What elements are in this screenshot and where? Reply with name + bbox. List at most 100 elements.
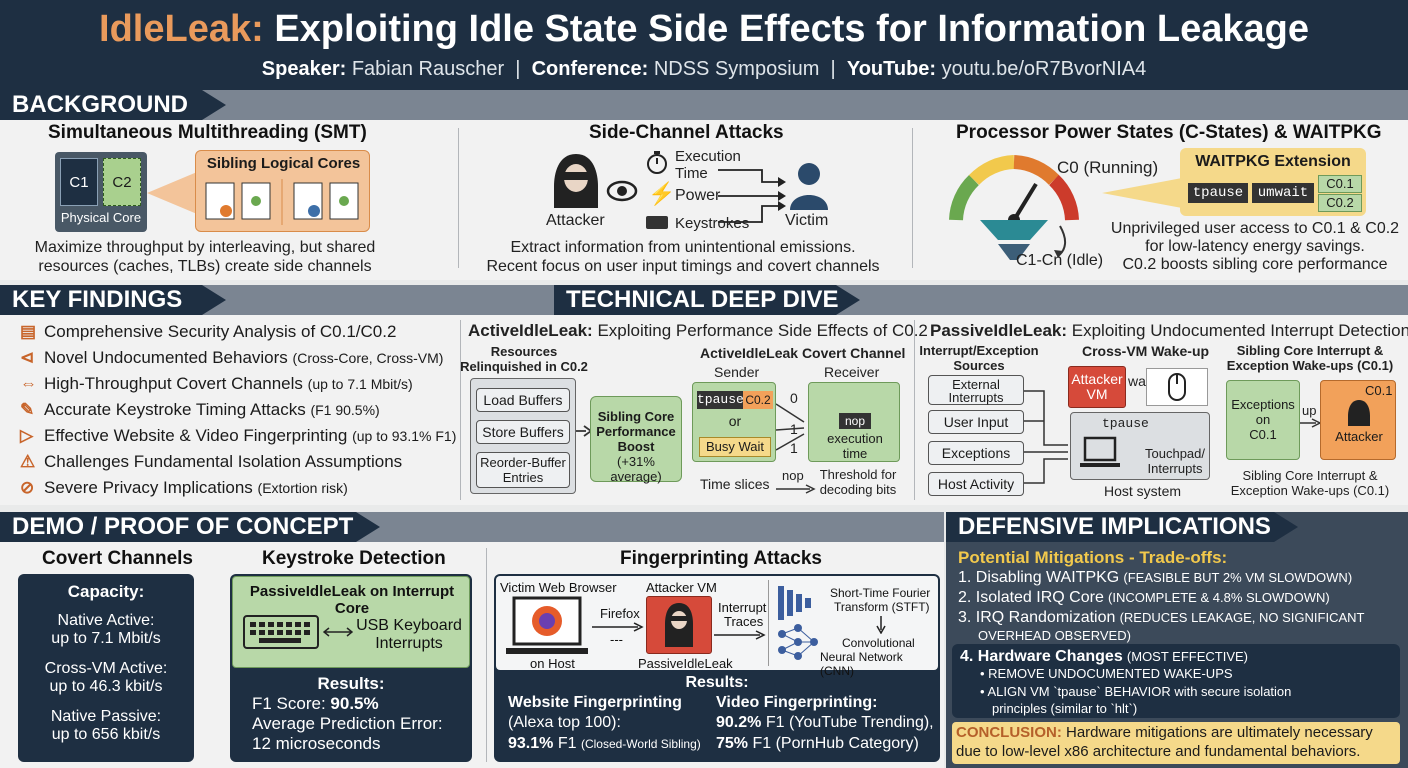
section-background: BACKGROUND — [0, 90, 226, 120]
arrow-right-icon — [776, 484, 816, 494]
divider — [458, 128, 459, 268]
load-buffers-box: Load Buffers — [476, 388, 570, 412]
finding-text: Effective Website & Video Fingerprinting — [44, 426, 348, 445]
threshold-2: decoding bits — [819, 482, 897, 497]
sender-box: tpause C0.2 or Busy Wait — [692, 382, 776, 462]
keystroke-box-title: PassiveIdleLeak on Interrupt Core — [249, 583, 455, 617]
wf-title: Website Fingerprinting — [508, 694, 682, 711]
finding-item: ⊲Novel Undocumented Behaviors (Cross-Cor… — [20, 348, 443, 368]
pil-label: PassiveIdleLeak — [638, 656, 733, 671]
title-rest: Exploiting Idle State Side Effects for I… — [263, 8, 1309, 50]
sca-desc-2: Recent focus on user input timings and c… — [486, 258, 880, 275]
resources-label-1: Resources — [490, 344, 558, 359]
separator: | — [819, 58, 847, 80]
fp-results: Results: — [685, 674, 749, 691]
conclusion-text-1: Hardware mitigations are ultimately nece… — [1061, 724, 1373, 741]
covert-title: Covert Channels — [42, 548, 193, 569]
vf-f1-2: 75% — [716, 735, 749, 752]
covert-box: Capacity: Native Active: up to 7.1 Mbit/… — [18, 574, 194, 762]
core-c2: C2 — [103, 158, 141, 206]
conference: NDSS Symposium — [648, 58, 820, 80]
tradeoffs-label: - Trade-offs: — [1124, 548, 1228, 567]
hw-bullet-2-text: ALIGN VM `tpause` BEHAVIOR with secure i… — [987, 684, 1292, 699]
host-system-box — [1070, 412, 1210, 480]
boost-label-4: (+31% average) — [610, 454, 662, 484]
stopwatch-icon — [647, 151, 667, 174]
keystroke-inner: PassiveIdleLeak on Interrupt Core USB Ke… — [232, 576, 470, 668]
boost-label-2: Performance — [596, 424, 676, 439]
header: IdleLeak: Exploiting Idle State Side Eff… — [0, 0, 1408, 90]
usb-label-1: USB Keyboard — [356, 617, 462, 634]
rob-label-1: Reorder-Buffer — [480, 455, 566, 470]
or-label: or — [728, 413, 742, 429]
source-arrows — [1024, 390, 1068, 484]
cross-vm-label: Cross-VM Active: — [44, 660, 168, 677]
sibling-title-1: Sibling Core Interrupt & — [1236, 343, 1384, 358]
double-arrow-icon — [323, 627, 353, 637]
exon-1: Exceptions — [1231, 397, 1295, 412]
neural-net-icon — [778, 586, 818, 660]
covert-channel-title: ActiveIdleLeak Covert Channel — [700, 345, 906, 361]
exec-time-label-1: Execution — [675, 148, 741, 165]
fp-title: Fingerprinting Attacks — [620, 548, 822, 569]
finding-icon: ▷ — [20, 426, 34, 445]
laptop-icon — [506, 596, 588, 654]
time-slices-label: Time slices — [700, 476, 770, 492]
m3-note: (REDUCES LEAKAGE, NO SIGNIFICANT — [1119, 610, 1365, 625]
traces-label-1: Interrupt — [718, 600, 767, 615]
mitigations-title: Potential Mitigations - Trade-offs: — [958, 548, 1227, 568]
attacker-label: Attacker — [546, 212, 605, 229]
stft-label-1: Short-Time Fourier — [830, 586, 931, 600]
cnn-label-2: Neural Network (CNN) — [820, 650, 903, 678]
cstates-desc-2: for low-latency energy savings. — [1145, 238, 1365, 255]
wf-subtitle: (Alexa top 100): — [508, 714, 621, 731]
fp-box: Victim Web Browser on Host Firefox --- A… — [494, 574, 940, 762]
finding-icon: ⇔ — [20, 374, 37, 393]
vf-f1: 90.2% — [716, 714, 762, 731]
sources-label-2: Sources — [953, 358, 1005, 373]
wf-result: 93.1% F1 (Closed-World Sibling) — [508, 735, 701, 753]
arrow-right-icon — [714, 630, 766, 640]
native-active-label: Native Active: — [57, 612, 155, 629]
background-band — [0, 90, 1408, 120]
finding-text: Accurate Keystroke Timing Attacks — [44, 400, 306, 419]
m4-label: 4. Hardware Changes — [960, 648, 1123, 665]
mitigation-1: 1. Disabling WAITPKG (FEASIBLE BUT 2% VM… — [958, 569, 1352, 587]
finding-item: ⇔High-Throughput Covert Channels (up to … — [20, 374, 413, 394]
wf-note: (Closed-World Sibling) — [580, 737, 701, 751]
vf-title: Video Fingerprinting: — [716, 694, 878, 711]
sibling-cores-label: Sibling Logical Cores — [206, 155, 361, 172]
speaker-label: Speaker: — [261, 58, 347, 80]
finding-icon: ▤ — [20, 322, 37, 341]
keyboard-icon — [646, 216, 668, 229]
finding-icon: ⊘ — [20, 478, 35, 497]
finding-text: Challenges Fundamental Isolation Assumpt… — [44, 452, 403, 471]
nop-label: nop — [782, 468, 804, 483]
cstates-desc-1: Unprivileged user access to C0.1 & C0.2 — [1110, 220, 1400, 237]
cstates-desc-3: C0.2 boosts sibling core performance — [1122, 256, 1388, 273]
mitigation-2: 2. Isolated IRQ Core (INCOMPLETE & 4.8% … — [958, 589, 1330, 607]
waitpkg-box: WAITPKG Extension tpause umwait C0.1 C0.… — [1180, 148, 1366, 216]
finding-text: Severe Privacy Implications — [44, 478, 253, 497]
sources-label-1: Interrupt/Exception — [919, 343, 1039, 358]
smt-title: Simultaneous Multithreading (SMT) — [48, 122, 367, 143]
sca-arrows — [718, 169, 786, 223]
arrow-right-icon — [592, 622, 644, 632]
physical-core: C1 C2 Physical Core — [55, 152, 147, 232]
m2-note: (INCOMPLETE & 4.8% SLOWDOWN) — [1108, 590, 1330, 605]
conclusion-line-2: due to low-level x86 architecture and fu… — [956, 743, 1361, 760]
separator: | — [504, 58, 532, 80]
eye-icon — [606, 180, 638, 202]
passive-title-rest: Exploiting Undocumented Interrupt Detect… — [1067, 321, 1408, 340]
m3-label: 3. IRQ Randomization — [958, 609, 1116, 626]
ext-label-1: External — [952, 377, 1000, 392]
subtitle: Speaker: Fabian Rauscher | Conference: N… — [0, 58, 1408, 81]
vf-result-1: 90.2% F1 (YouTube Trending), — [716, 714, 934, 732]
vf-note-1: F1 (YouTube Trending), — [761, 714, 934, 731]
vf-result-2: 75% F1 (PornHub Category) — [716, 735, 919, 753]
traces-label-2: Traces — [724, 614, 764, 629]
finding-icon: ⚠ — [20, 452, 36, 471]
power-label: Power — [675, 187, 721, 204]
tpause-chip: tpause — [1188, 183, 1248, 203]
